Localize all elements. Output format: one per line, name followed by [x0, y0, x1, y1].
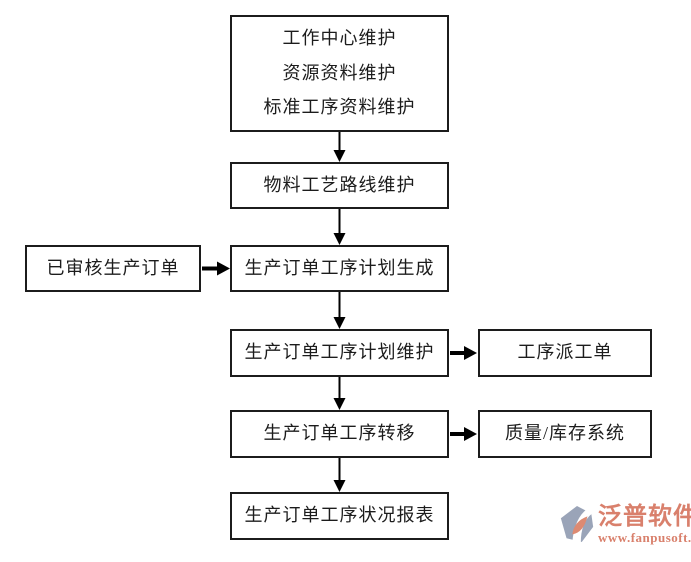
fanpu-logo-icon: [560, 505, 594, 543]
node-process-dispatch-ticket: 工序派工单: [478, 329, 652, 377]
node-label: 生产订单工序转移: [263, 423, 416, 444]
node-order-process-plan-maintain: 生产订单工序计划维护: [230, 329, 449, 377]
fanpu-logo: 泛普软件 www.fanpusoft.com: [558, 504, 691, 546]
fanpu-logo-name: 泛普软件: [598, 504, 691, 530]
node-label: 质量/库存系统: [504, 423, 625, 444]
arrow-right-planmaint-to-dispatch: [450, 346, 477, 360]
arrow-down-top-to-routing: [333, 131, 346, 162]
arrow-right-transfer-to-quality: [450, 427, 477, 441]
node-label: 物料工艺路线维护: [263, 174, 416, 195]
node-label: 生产订单工序计划生成: [244, 257, 435, 278]
node-line-standard-process: 标准工序资料维护: [263, 97, 416, 118]
node-label: 已审核生产订单: [46, 257, 180, 278]
node-line-work-center: 工作中心维护: [282, 28, 397, 49]
arrow-down-transfer-to-report: [333, 458, 346, 492]
node-quality-inventory-system: 质量/库存系统: [478, 410, 652, 458]
node-order-process-plan-generate: 生产订单工序计划生成: [230, 245, 449, 292]
node-material-routing-maintenance: 物料工艺路线维护: [230, 162, 449, 209]
arrow-down-routing-to-plangen: [333, 209, 346, 245]
node-label: 工序派工单: [517, 342, 613, 363]
node-master-data-maintenance: 工作中心维护 资源资料维护 标准工序资料维护: [230, 15, 449, 132]
node-label: 生产订单工序计划维护: [244, 342, 435, 363]
node-approved-production-order: 已审核生产订单: [25, 245, 201, 292]
fanpu-logo-url: www.fanpusoft.com: [598, 530, 691, 546]
node-order-process-status-report: 生产订单工序状况报表: [230, 492, 449, 540]
node-order-process-transfer: 生产订单工序转移: [230, 410, 449, 458]
arrow-right-approved-to-plangen: [202, 261, 230, 276]
arrow-down-planmaint-to-transfer: [333, 377, 346, 410]
arrow-down-plangen-to-planmaint: [333, 292, 346, 329]
node-label: 生产订单工序状况报表: [244, 505, 435, 526]
node-line-resource-data: 资源资料维护: [282, 62, 397, 83]
